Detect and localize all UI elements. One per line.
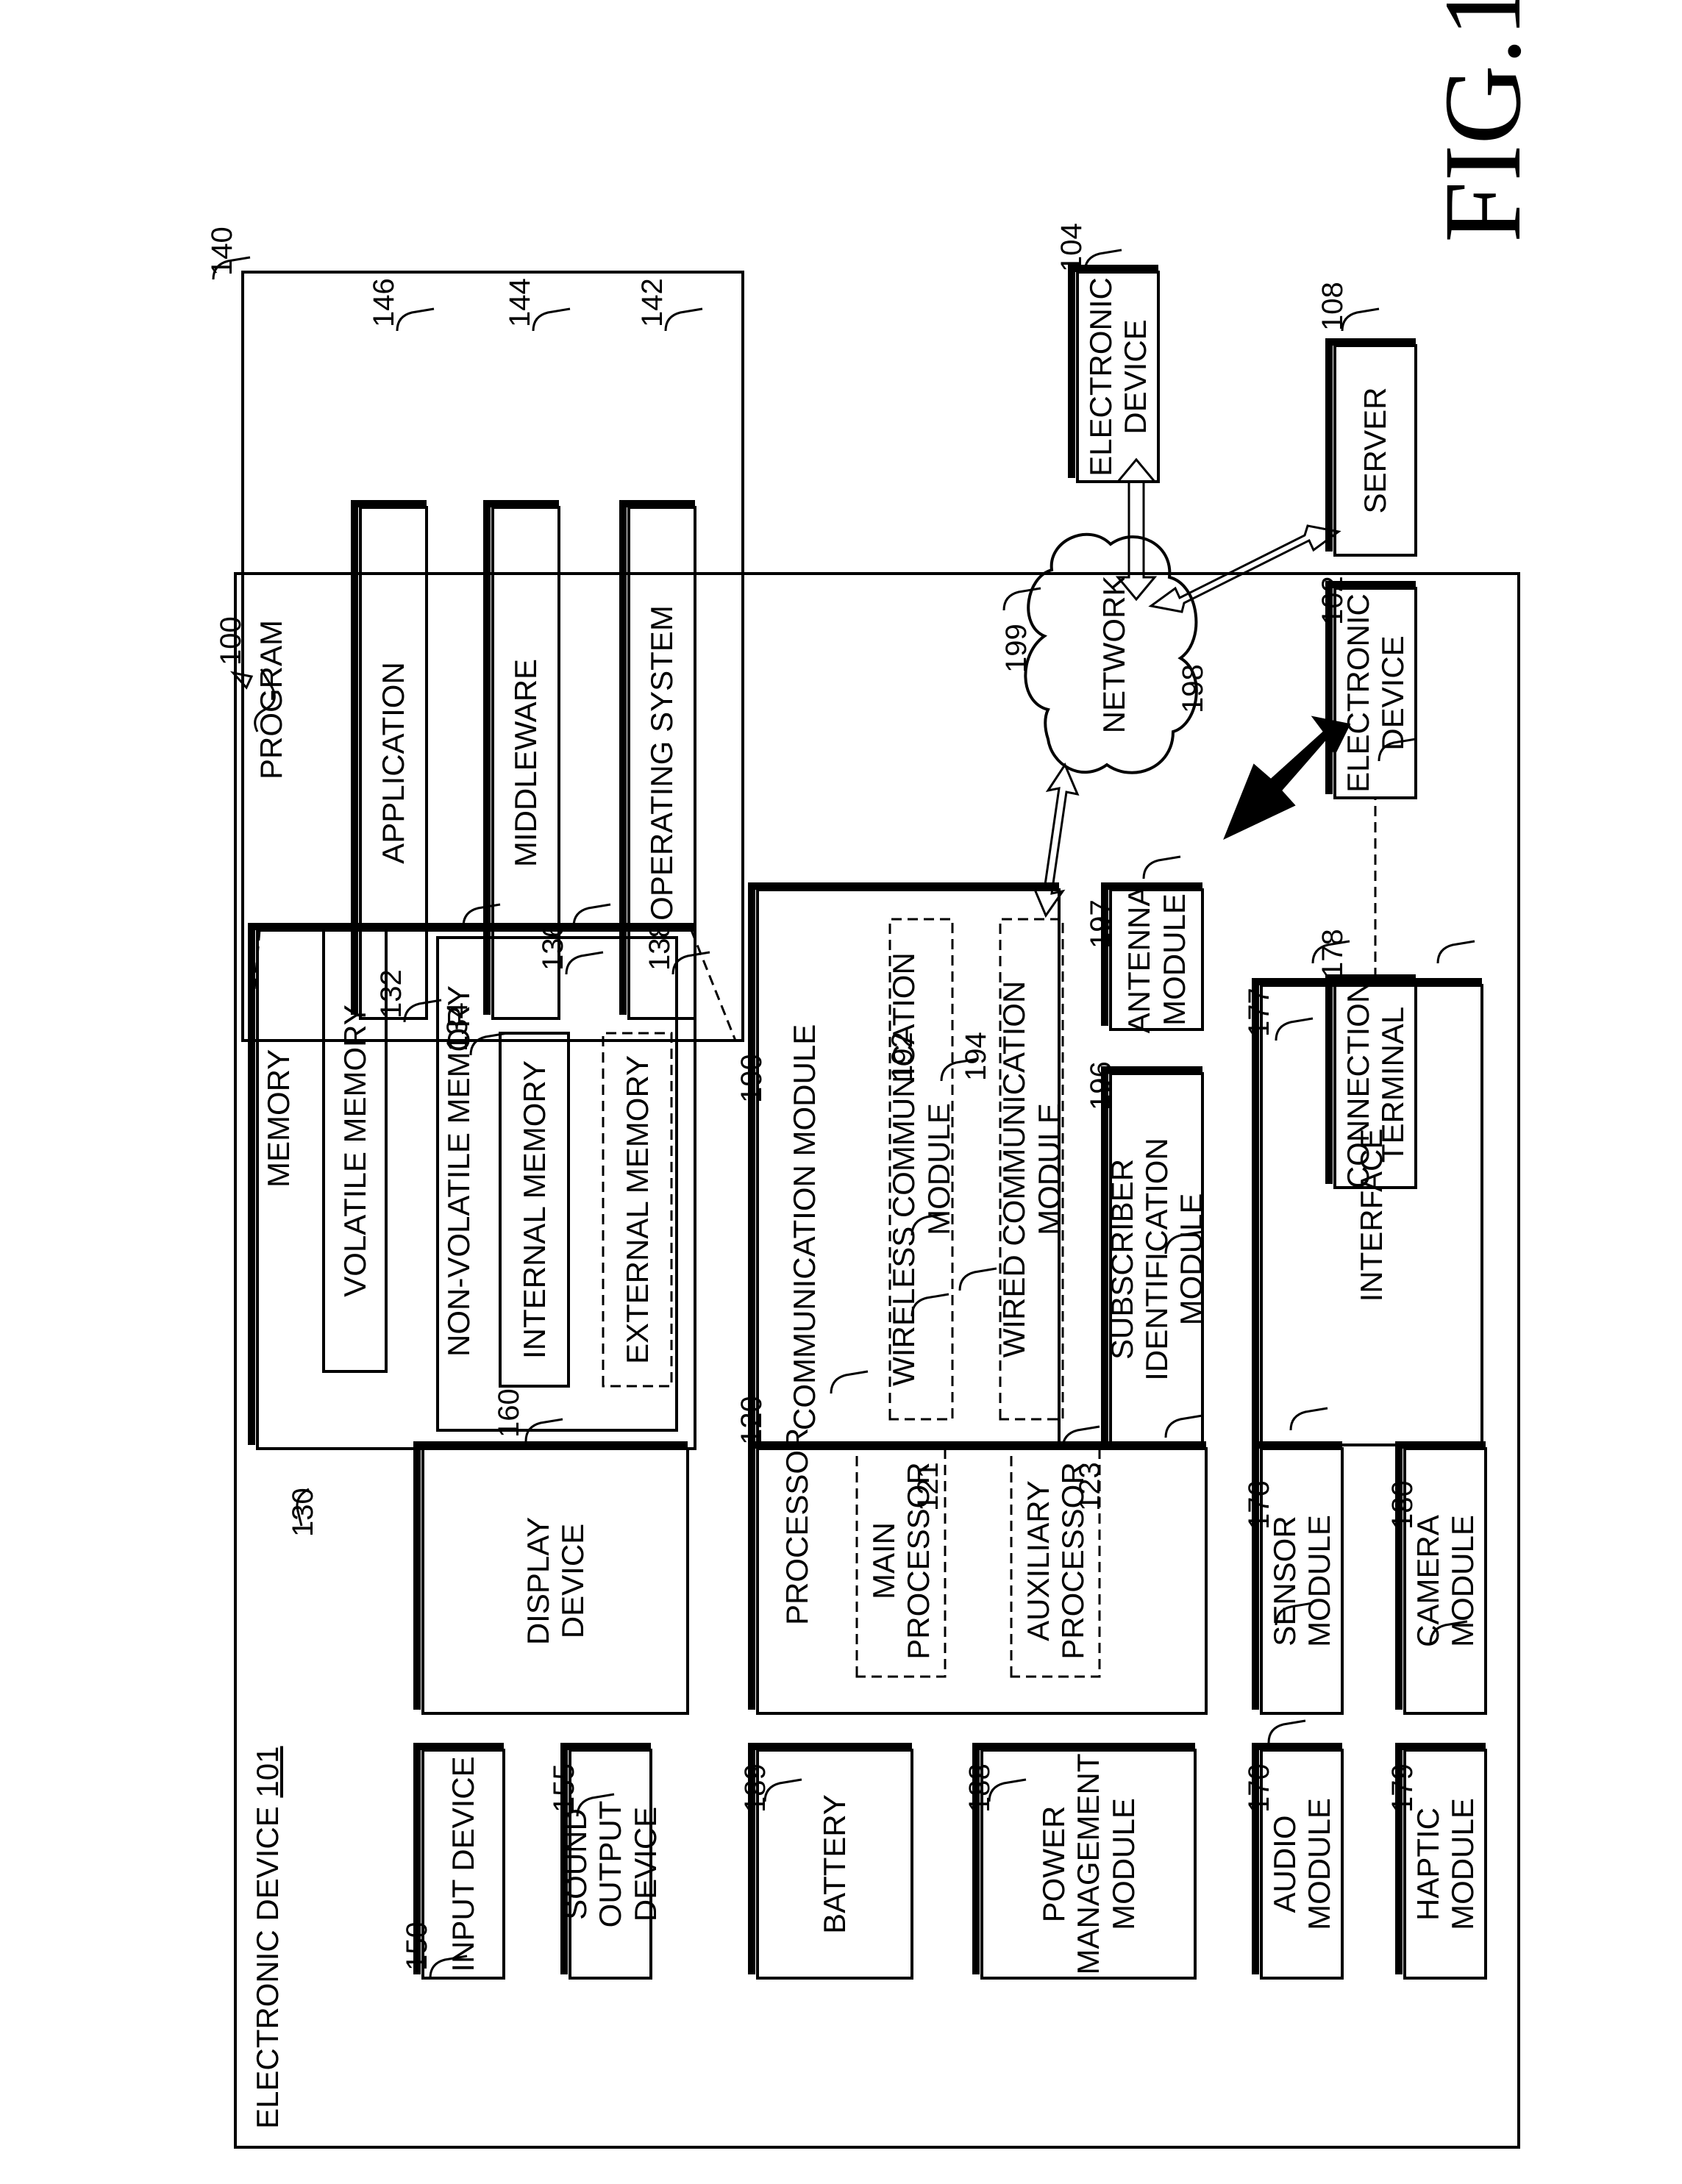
- ref-194: 194: [960, 1032, 993, 1081]
- ref-138: 138: [644, 921, 677, 971]
- ref-102: 102: [1316, 576, 1350, 625]
- ref-100: 100: [215, 616, 248, 665]
- ref-180: 180: [1386, 1480, 1419, 1530]
- electronic-device-label: ELECTRONIC DEVICE 101: [250, 1614, 294, 2129]
- ref-192: 192: [886, 1032, 919, 1081]
- ref-199: 199: [1000, 624, 1033, 673]
- ref-132: 132: [375, 969, 408, 1018]
- antenna-module-label: ANTENNA MODULE: [1111, 890, 1202, 1029]
- ref-155: 155: [548, 1763, 581, 1813]
- wireless-communication-module-label: WIRELESS COMMUNICATION MODULE: [890, 919, 952, 1419]
- ref-160: 160: [493, 1388, 526, 1438]
- ref-142: 142: [636, 278, 669, 327]
- ref-188: 188: [963, 1763, 997, 1813]
- ref-176: 176: [1243, 1480, 1276, 1530]
- sound-output-device-label: SOUND OUTPUT DEVICE: [570, 1750, 651, 1978]
- electronic-device-104-label: ELECTRONIC DEVICE: [1077, 272, 1158, 482]
- ref-177: 177: [1243, 988, 1276, 1037]
- connection-terminal-label: CONNECTION TERMINAL: [1335, 982, 1416, 1188]
- subscriber-identification-module-label: SUBSCRIBER IDENTIFICATION MODULE: [1111, 1074, 1202, 1445]
- display-device-label: DISPLAY DEVICE: [423, 1449, 688, 1713]
- ref-179: 179: [1386, 1763, 1419, 1813]
- ref-150: 150: [401, 1921, 434, 1971]
- ref-196: 196: [1085, 1061, 1118, 1110]
- battery-label: BATTERY: [758, 1750, 912, 1978]
- external-memory-label: EXTERNAL MEMORY: [603, 1033, 671, 1386]
- processor-box: [758, 1449, 1206, 1713]
- ref-178: 178: [1316, 929, 1350, 978]
- ref-144: 144: [504, 278, 537, 327]
- ref-104: 104: [1055, 223, 1088, 272]
- ref-121: 121: [912, 1462, 945, 1511]
- network-label: NETWORK: [1088, 548, 1140, 761]
- ref-190: 190: [735, 1054, 769, 1103]
- ref-136: 136: [537, 921, 570, 971]
- ref-170: 170: [1243, 1763, 1276, 1813]
- ref-108: 108: [1316, 282, 1350, 331]
- power-management-module-label: POWER MANAGEMENT MODULE: [982, 1750, 1195, 1978]
- ref-120: 120: [735, 1396, 769, 1445]
- ref-146: 146: [368, 278, 401, 327]
- processor-label: PROCESSOR: [780, 1449, 824, 1625]
- program-zoom-line-right: [691, 930, 735, 1041]
- input-device-label: INPUT DEVICE: [423, 1750, 504, 1978]
- ref-130: 130: [287, 1488, 320, 1537]
- ref-134: 134: [441, 1002, 474, 1052]
- ref-140: 140: [206, 226, 239, 276]
- ref-123: 123: [1074, 1462, 1107, 1511]
- figure-number: FIG.1: [1419, 0, 1546, 243]
- ref-197: 197: [1085, 899, 1118, 949]
- ref-189: 189: [739, 1763, 772, 1813]
- program-label: PROGRAM: [254, 559, 298, 779]
- internal-memory-label: INTERNAL MEMORY: [500, 1033, 569, 1386]
- server-label: SERVER: [1335, 346, 1416, 555]
- memory-label: MEMORY: [261, 967, 305, 1188]
- communication-module-label: COMMUNICATION MODULE: [787, 916, 831, 1430]
- wired-communication-module-label: WIRED COMMUNICATION MODULE: [1000, 919, 1063, 1419]
- ref-198: 198: [1177, 664, 1210, 713]
